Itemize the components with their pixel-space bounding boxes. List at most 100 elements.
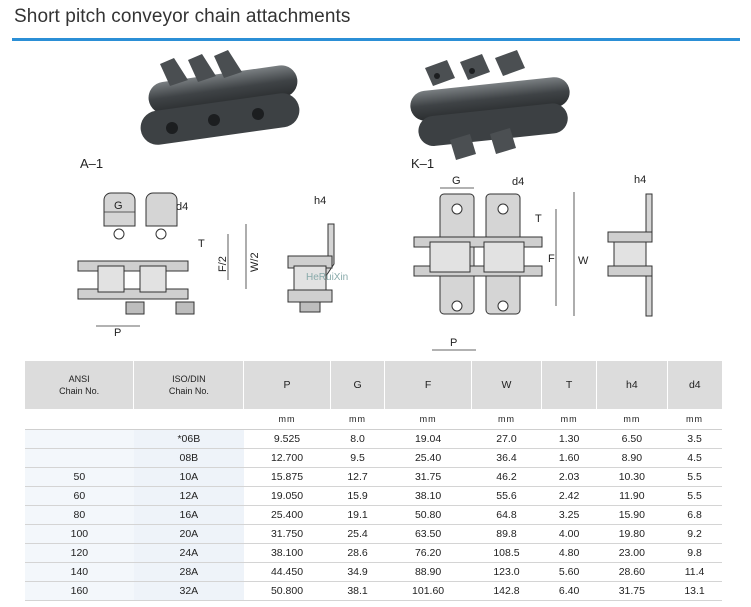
k1-side-drawing xyxy=(607,193,653,317)
table-cell: 5.5 xyxy=(667,486,722,506)
unit-cell xyxy=(25,409,134,430)
table-cell: 44.450 xyxy=(243,562,331,582)
unit-cell xyxy=(133,409,244,430)
table-cell: 50.800 xyxy=(243,581,331,601)
table-cell: 63.50 xyxy=(384,524,472,544)
table-cell: 4.80 xyxy=(541,543,597,563)
header-g: G xyxy=(329,361,385,409)
table-cell: 24A xyxy=(133,543,244,563)
header-d4: d4 xyxy=(666,361,722,409)
table-cell: 11.90 xyxy=(596,486,668,506)
table-cell: 08B xyxy=(133,448,244,468)
table-cell: 12A xyxy=(133,486,244,506)
table-cell: 4.00 xyxy=(541,524,597,544)
a1-dim-g: G xyxy=(114,200,123,212)
table-cell: 140 xyxy=(25,562,134,582)
unit-cell: mm xyxy=(384,409,472,430)
table-cell: 9.2 xyxy=(667,524,722,544)
table-cell: 50.80 xyxy=(384,505,472,525)
table-cell: 11.4 xyxy=(667,562,722,582)
unit-cell: mm xyxy=(330,409,385,430)
table-cell: 32A xyxy=(133,581,244,601)
k1-dim-t: T xyxy=(535,213,542,225)
table-cell: 9.8 xyxy=(667,543,722,563)
table-cell: 6.40 xyxy=(541,581,597,601)
header-w: W xyxy=(470,361,542,409)
k1-label: K–1 xyxy=(411,156,434,171)
header-h4: h4 xyxy=(596,361,668,409)
table-cell: 10.30 xyxy=(596,467,668,487)
table-cell: 55.6 xyxy=(471,486,542,506)
k1-dim-g: G xyxy=(452,175,461,187)
header-p: P xyxy=(243,361,331,409)
table-cell: 31.75 xyxy=(384,467,472,487)
header-ansi: ANSI Chain No. xyxy=(25,361,134,409)
table-cell: 89.8 xyxy=(471,524,542,544)
table-cell: 5.60 xyxy=(541,562,597,582)
table-cell: 38.100 xyxy=(243,543,331,563)
table-cell: 80 xyxy=(25,505,134,525)
k1-chain-photo xyxy=(410,50,570,160)
a1-chain-photo xyxy=(140,50,300,145)
table-cell: 19.1 xyxy=(330,505,385,525)
header-ansi-bottom: Chain No. xyxy=(59,386,100,396)
table-cell: 28.60 xyxy=(596,562,668,582)
table-cell: 19.050 xyxy=(243,486,331,506)
table-cell: 60 xyxy=(25,486,134,506)
k1-dim-d4: d4 xyxy=(512,176,524,188)
table-cell: 2.42 xyxy=(541,486,597,506)
table-cell: 9.525 xyxy=(243,429,331,449)
table-cell: 25.4 xyxy=(330,524,385,544)
table-cell xyxy=(25,448,134,468)
table-cell: 36.4 xyxy=(471,448,542,468)
table-cell: 15.90 xyxy=(596,505,668,525)
header-iso-top: ISO/DIN xyxy=(172,374,206,384)
table-cell: 88.90 xyxy=(384,562,472,582)
table-cell: 16A xyxy=(133,505,244,525)
k1-front-drawing xyxy=(413,193,543,315)
table-cell: 4.5 xyxy=(667,448,722,468)
unit-cell: mm xyxy=(243,409,331,430)
chain-figures: A–1 K–1 G d4 T F/2 W/2 P h4 HeRuiXin xyxy=(77,50,653,351)
table-cell: 10A xyxy=(133,467,244,487)
a1-front-dims xyxy=(96,211,247,327)
title-underline xyxy=(12,38,740,41)
a1-dim-t: T xyxy=(198,238,205,250)
table-cell: 108.5 xyxy=(471,543,542,563)
table-cell: 6.8 xyxy=(667,505,722,525)
a1-dim-p: P xyxy=(114,327,121,339)
table-cell: 25.40 xyxy=(384,448,472,468)
unit-cell: mm xyxy=(596,409,668,430)
header-iso-bottom: Chain No. xyxy=(168,386,209,396)
page-title: Short pitch conveyor chain attachments xyxy=(14,6,351,27)
table-cell: 31.75 xyxy=(596,581,668,601)
table-cell: 3.5 xyxy=(667,429,722,449)
k1-dim-f: F xyxy=(548,253,555,265)
table-cell: 100 xyxy=(25,524,134,544)
unit-cell: mm xyxy=(667,409,722,430)
table-cell: 5.5 xyxy=(667,467,722,487)
table-cell: 9.5 xyxy=(330,448,385,468)
a1-side-drawing xyxy=(287,223,335,313)
a1-dim-d4: d4 xyxy=(176,201,188,213)
table-cell: 123.0 xyxy=(471,562,542,582)
table-cell: 27.0 xyxy=(471,429,542,449)
table-cell: 76.20 xyxy=(384,543,472,563)
k1-front-dims xyxy=(432,187,575,351)
k1-dim-w: W xyxy=(578,255,589,267)
header-ansi-top: ANSI xyxy=(68,374,90,384)
table-cell: 31.750 xyxy=(243,524,331,544)
table-cell: 160 xyxy=(25,581,134,601)
table-cell: 12.700 xyxy=(243,448,331,468)
table-cell: 28A xyxy=(133,562,244,582)
table-cell: 8.0 xyxy=(330,429,385,449)
table-cell: 38.10 xyxy=(384,486,472,506)
